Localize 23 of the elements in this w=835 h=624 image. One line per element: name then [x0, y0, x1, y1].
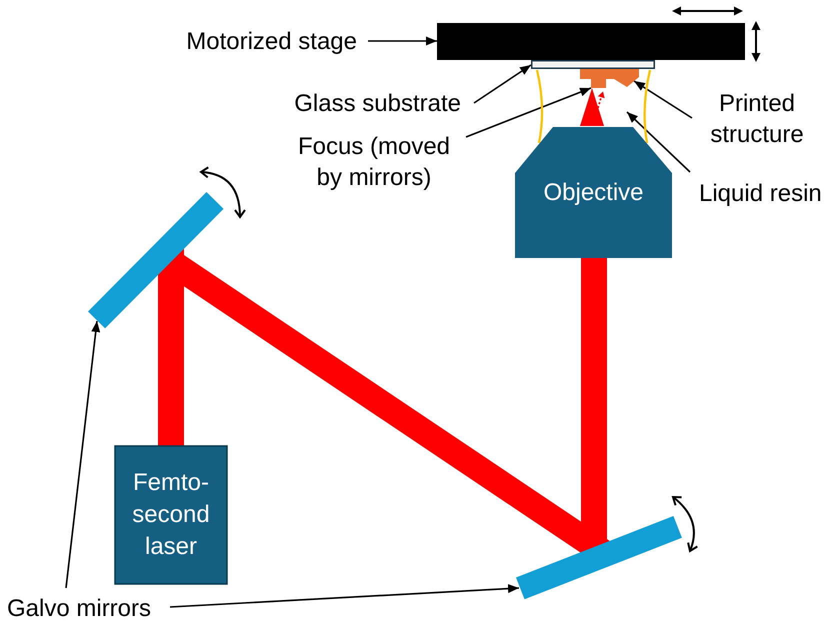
- galvo-mirror-plate: [88, 192, 224, 328]
- leader-arrow: [634, 80, 692, 119]
- objective-label: Objective: [543, 178, 644, 208]
- printed-structure-block: [580, 69, 639, 88]
- callout-label: Galvo mirrors: [7, 592, 153, 624]
- leader-arrow: [474, 64, 532, 104]
- laser-label: Femto-second laser: [131, 468, 211, 562]
- objective-lens-body: [515, 127, 672, 258]
- leader-arrow: [368, 36, 437, 46]
- callout-label: Motorized stage: [185, 26, 357, 56]
- glass-substrate-slide: [531, 60, 655, 69]
- callout-label: Liquid resin: [699, 178, 823, 208]
- laser-unit-box: [115, 446, 227, 584]
- leader-arrow: [170, 584, 520, 608]
- galvo-mirror-plate: [516, 516, 682, 599]
- leader-arrow: [626, 111, 691, 173]
- leader-arrow: [466, 87, 592, 138]
- leader-arrow: [65, 320, 100, 588]
- callout-label: Printed structure: [710, 88, 804, 150]
- callout-label: Focus (moved by mirrors): [297, 131, 451, 193]
- motorized-stage-plate: [437, 23, 745, 60]
- callout-label: Glass substrate: [293, 88, 461, 118]
- focused-beam-cone: [580, 88, 604, 126]
